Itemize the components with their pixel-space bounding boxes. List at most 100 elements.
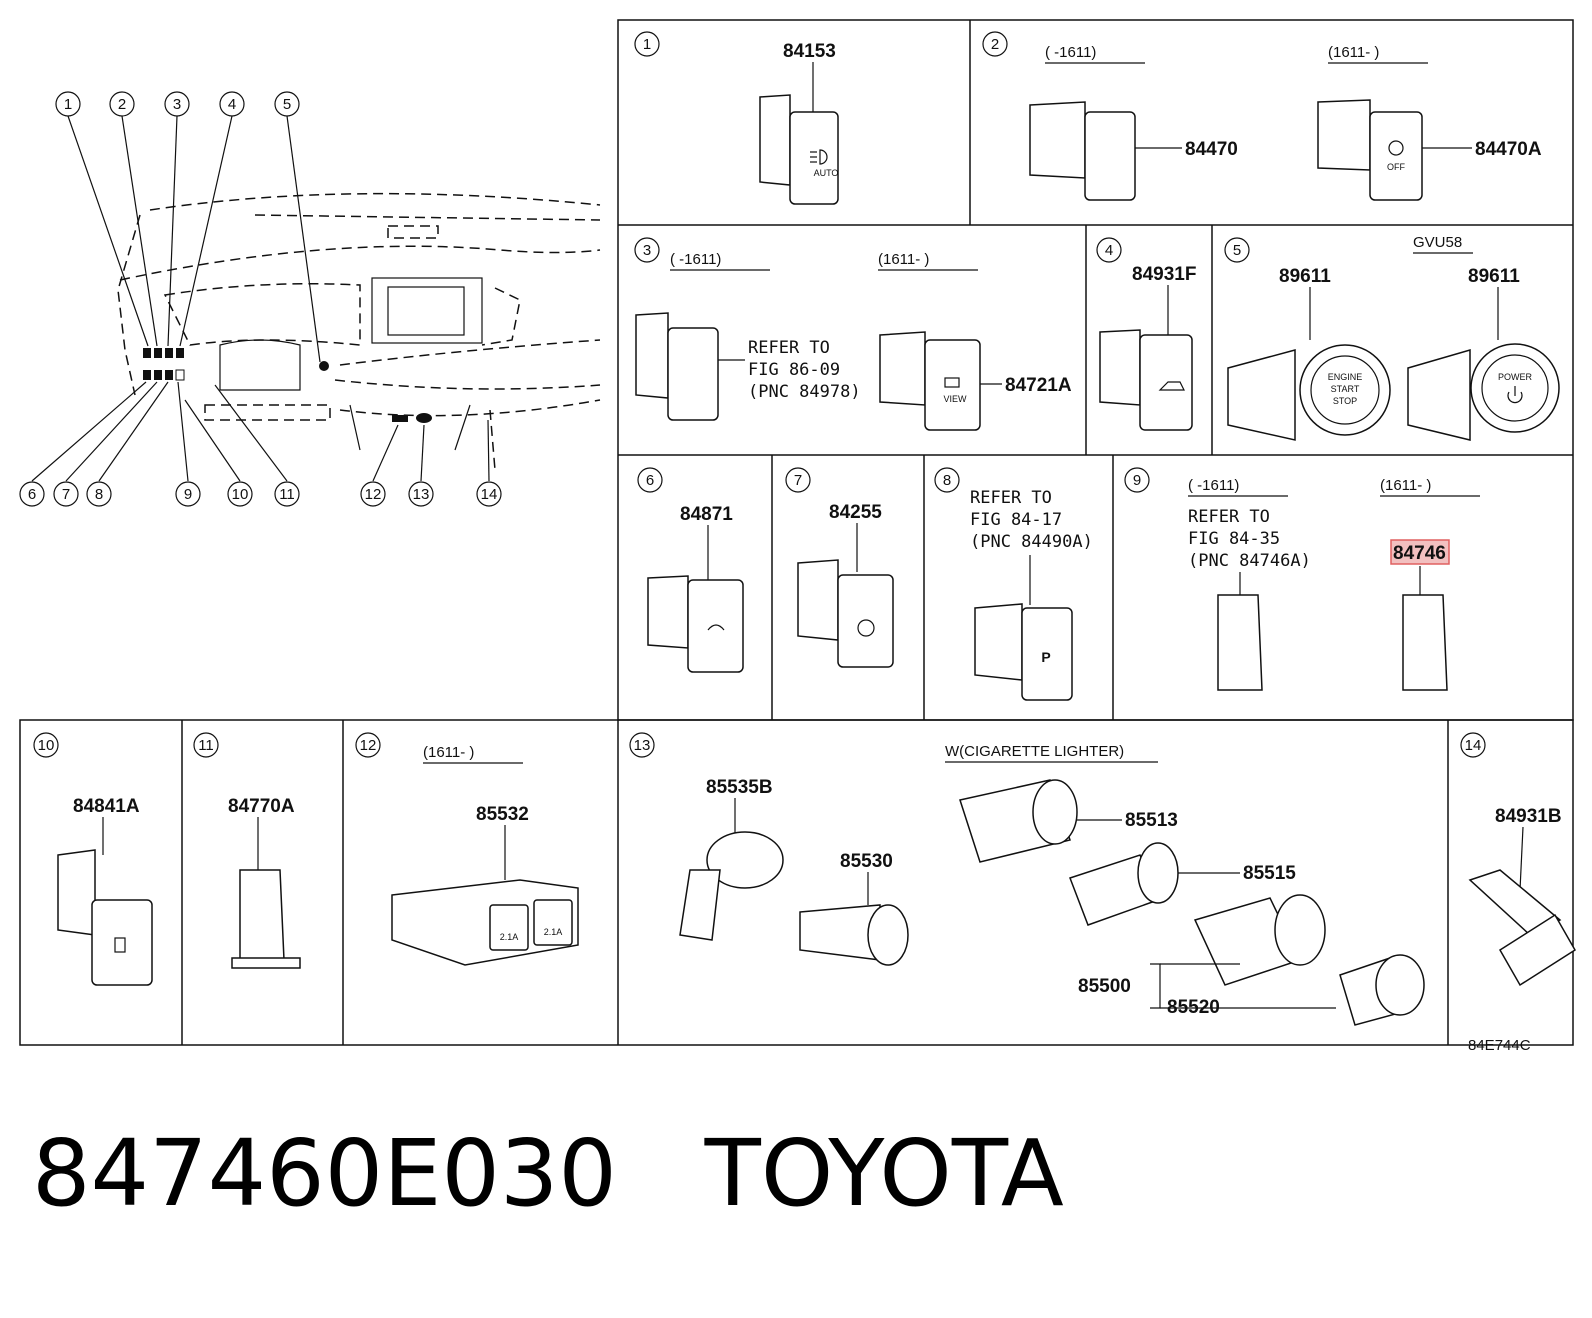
reference-code: 84E744C xyxy=(1468,1037,1531,1054)
range-after-1611: (1611- ) xyxy=(1328,44,1379,61)
console-right xyxy=(454,404,471,451)
blank-switch-body-b xyxy=(1402,594,1448,691)
switch-face xyxy=(789,111,839,205)
dash-bottom-line xyxy=(339,399,601,417)
panel-1-number: 1 xyxy=(643,36,651,53)
switch-face xyxy=(1139,334,1193,431)
dash-display xyxy=(387,286,465,336)
panel-10-number: 10 xyxy=(38,737,55,754)
part-label-84255: 84255 xyxy=(829,502,882,523)
usb-label-1: 2.1A xyxy=(500,932,519,942)
dash-left-edge xyxy=(117,214,141,396)
switch-block-13 xyxy=(416,413,432,423)
switch-block-4 xyxy=(176,348,184,358)
callout-2: 2 xyxy=(118,96,126,113)
callout-3: 3 xyxy=(173,96,181,113)
dash-vent-top xyxy=(254,214,601,221)
socket-cover-face xyxy=(1375,954,1425,1016)
refer-text-1: REFER TO xyxy=(970,488,1052,508)
part-label-85530: 85530 xyxy=(840,851,893,872)
panel-12: 12 (1611- ) 85532 2.1A 2.1A xyxy=(355,732,579,966)
dash-right-vent xyxy=(481,287,521,346)
panel-12-number: 12 xyxy=(360,737,377,754)
steering-heater-icon xyxy=(857,619,875,637)
panel-3-number: 3 xyxy=(643,242,651,259)
refer-text-1: REFER TO xyxy=(1188,507,1270,527)
part-label-85500: 85500 xyxy=(1078,976,1131,997)
panel-9-number: 9 xyxy=(1133,472,1141,489)
refer-text-2: FIG 84-17 xyxy=(970,510,1062,530)
switch-face-84721A xyxy=(924,339,981,431)
panel-14-number: 14 xyxy=(1465,737,1482,754)
panel-3: 3 ( -1611) (1611- ) REFER TO FIG 86-09 (… xyxy=(634,237,1072,431)
part-label-84153: 84153 xyxy=(783,41,836,62)
usb-port-2 xyxy=(533,899,573,946)
switch-face xyxy=(1021,607,1073,701)
refer-text-3: (PNC 84978) xyxy=(748,382,861,402)
bracket-85500 xyxy=(1150,963,1161,1009)
auto-off-icon xyxy=(1388,140,1404,156)
retainer-ring xyxy=(1137,842,1179,904)
power-button xyxy=(1481,354,1549,422)
switch-body xyxy=(974,603,1023,681)
blank-switch-body-a xyxy=(1217,594,1263,691)
panel-7-number: 7 xyxy=(794,472,802,489)
usb-module-body xyxy=(391,879,579,966)
refer-text-3: (PNC 84490A) xyxy=(970,532,1093,552)
panel-11-number: 11 xyxy=(198,737,214,754)
part-label-84841A: 84841A xyxy=(73,796,140,817)
headlamp-icon xyxy=(810,149,828,165)
switch-body xyxy=(797,559,839,641)
panel-11: 11 84770A xyxy=(193,732,301,969)
panel-grid xyxy=(19,19,1574,1046)
dash-lower-panel xyxy=(204,404,331,421)
console-left xyxy=(349,404,361,451)
range-before-1611: ( -1611) xyxy=(1045,44,1096,61)
range-after-1611: (1611- ) xyxy=(423,744,474,761)
switch-body xyxy=(759,94,791,186)
switch-block-7 xyxy=(154,370,162,380)
callout-7: 7 xyxy=(62,486,70,503)
fuel-door-icon xyxy=(114,937,126,953)
panel-9: 9 ( -1611) (1611- ) REFER TO FIG 84-35 (… xyxy=(1124,467,1480,691)
part-label-85532: 85532 xyxy=(476,804,529,825)
callout-1: 1 xyxy=(64,96,72,113)
switch-block-5 xyxy=(319,361,329,371)
callout-8: 8 xyxy=(95,486,103,503)
part-label-89611-b: 89611 xyxy=(1468,266,1520,287)
socket-cap xyxy=(679,869,721,941)
model-code: GVU58 xyxy=(1413,234,1462,251)
panel-4: 4 84931F xyxy=(1096,237,1196,431)
parking-icon: P xyxy=(1041,649,1050,665)
switch-body xyxy=(57,849,96,936)
switch-label-off: OFF xyxy=(1387,162,1405,172)
range-before-1611: ( -1611) xyxy=(670,251,721,268)
push-start-button xyxy=(1310,355,1380,425)
socket-ring xyxy=(706,831,784,889)
panel-5-number: 5 xyxy=(1233,242,1241,259)
switch-block-3 xyxy=(165,348,173,358)
part-label-84470: 84470 xyxy=(1185,139,1238,160)
switch-block-8 xyxy=(165,370,173,380)
range-after-1611: (1611- ) xyxy=(878,251,929,268)
switch-block-2 xyxy=(154,348,162,358)
refer-text-3: (PNC 84746A) xyxy=(1188,551,1311,571)
highlight-box xyxy=(1390,539,1450,565)
switch-block-12 xyxy=(392,415,408,422)
panel-14: 14 84931B xyxy=(1460,732,1577,987)
callout-10: 10 xyxy=(232,486,249,503)
power-button-body xyxy=(1407,349,1471,441)
switch-face xyxy=(91,899,153,986)
vehicle-icon xyxy=(1158,381,1185,391)
part-label-84770A: 84770A xyxy=(228,796,295,817)
dash-low-line xyxy=(334,379,601,390)
power-icon xyxy=(1507,391,1523,404)
part-label-84746: 84746 xyxy=(1393,543,1446,564)
engine-label-3: STOP xyxy=(1333,396,1357,406)
switch-face-84470 xyxy=(1084,111,1136,201)
switch-body xyxy=(1468,869,1562,936)
switch-face xyxy=(687,579,744,673)
switch-face xyxy=(1498,913,1577,987)
panel-2: 2 ( -1611) (1611- ) 84470 OFF 84470A xyxy=(982,31,1542,201)
